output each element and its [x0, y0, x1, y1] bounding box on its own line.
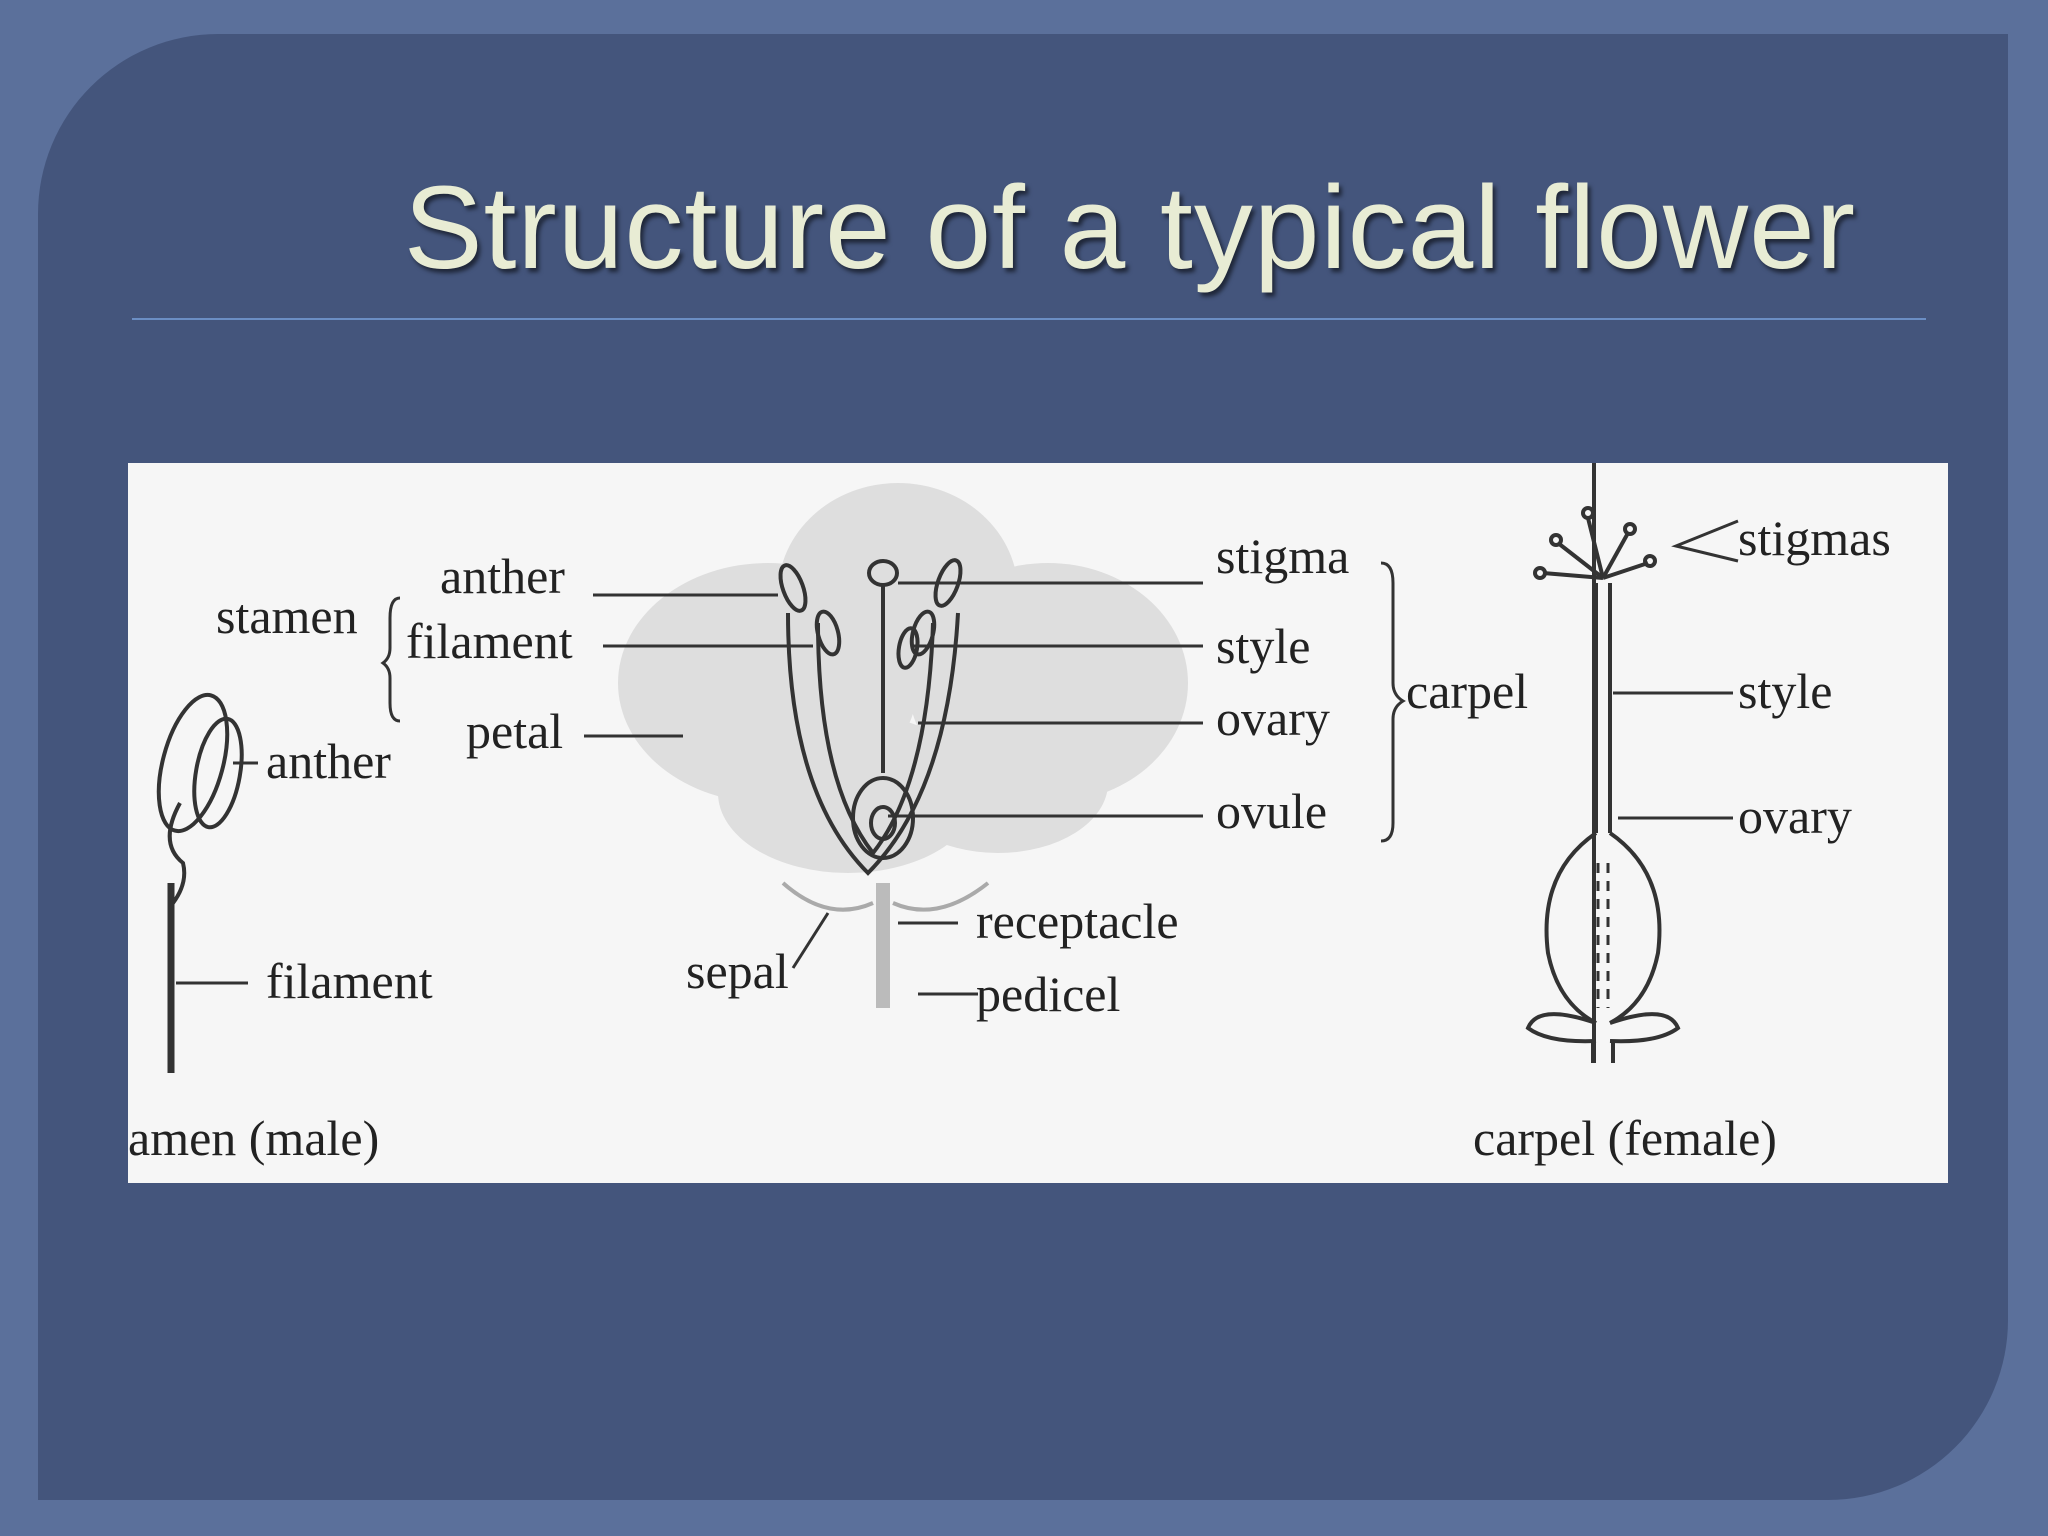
stigmas-arrow: [1671, 519, 1739, 563]
label-stamen-anther: anther: [266, 733, 391, 789]
label-anther: anther: [440, 548, 565, 604]
carpel-pedicel: [1591, 1041, 1615, 1063]
carpel-brace: [1380, 561, 1406, 843]
label-receptacle: receptacle: [976, 893, 1179, 949]
label-pedicel: pedicel: [976, 966, 1120, 1022]
label-sepal: sepal: [686, 943, 789, 999]
label-stamen-group: stamen: [216, 588, 358, 644]
slide-title: Structure of a typical flower: [403, 162, 1857, 294]
label-ovule: ovule: [1216, 783, 1327, 839]
label-style: style: [1216, 618, 1310, 674]
flower-diagram-svg: stamen anther filament petal stigma styl…: [128, 463, 1891, 1166]
label-ovary: ovary: [1216, 690, 1330, 746]
label-petal: petal: [466, 703, 563, 759]
caption-stamen: amen (male): [128, 1110, 379, 1166]
label-carpel-ovary: ovary: [1738, 788, 1852, 844]
leader-lines: [584, 581, 1203, 996]
stamen-brace: [380, 596, 401, 723]
flower-diagram: stamen anther filament petal stigma styl…: [128, 463, 1948, 1183]
label-carpel-style: style: [1738, 663, 1832, 719]
petal-shading: [618, 483, 1188, 873]
carpel-drawing: [1525, 463, 1681, 1063]
flower-section-drawing: [778, 558, 990, 1008]
label-filament: filament: [406, 613, 573, 669]
caption-carpel: carpel (female): [1473, 1110, 1777, 1166]
title-underline: [132, 318, 1926, 320]
label-stamen-filament: filament: [266, 953, 433, 1009]
label-carpel-group: carpel: [1406, 663, 1528, 719]
stamen-drawing: [156, 692, 244, 1073]
label-carpel-stigmas: stigmas: [1738, 510, 1891, 566]
label-stigma: stigma: [1216, 528, 1349, 584]
